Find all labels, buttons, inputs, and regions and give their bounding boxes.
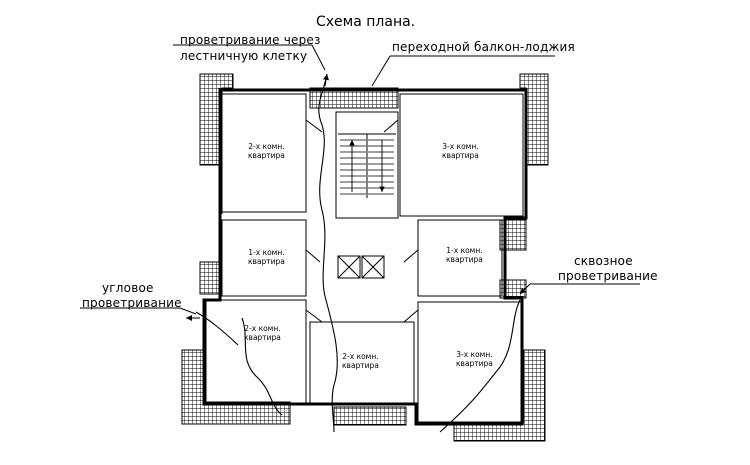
stair-vent-label-2: лестничную клетку — [180, 49, 308, 63]
building-walls — [202, 88, 528, 426]
apartment-label-bottom-right: 3-х комн. квартира — [456, 350, 493, 368]
apartment-label-mid-right: 1-х комн. квартира — [446, 246, 483, 264]
apartment-label-bottom-mid: 2-х комн. квартира — [342, 352, 379, 370]
apartment-label-top-left: 2-х комн. квартира — [248, 142, 285, 160]
leader-lines — [80, 44, 640, 321]
corner-vent-label-1: угловое — [102, 281, 154, 295]
apartment-label-bottom-left: 2-х комн. квартира — [244, 324, 281, 342]
cross-vent-label-1: сквозное — [574, 254, 633, 268]
apartment-label-mid-left: 1-х комн. квартира — [248, 248, 285, 266]
corner-balconies — [181, 73, 549, 442]
apartment-label-top-right: 3-х комн. квартира — [442, 142, 479, 160]
corner-vent-label-2: проветривание — [82, 296, 182, 310]
page-title: Схема плана. — [316, 14, 416, 30]
balcony-label: переходной балкон-лоджия — [392, 40, 575, 54]
ventilation-flows — [195, 73, 521, 433]
stair-vent-label-1: проветривание через — [180, 33, 321, 47]
cross-vent-label-2: проветривание — [558, 269, 658, 283]
